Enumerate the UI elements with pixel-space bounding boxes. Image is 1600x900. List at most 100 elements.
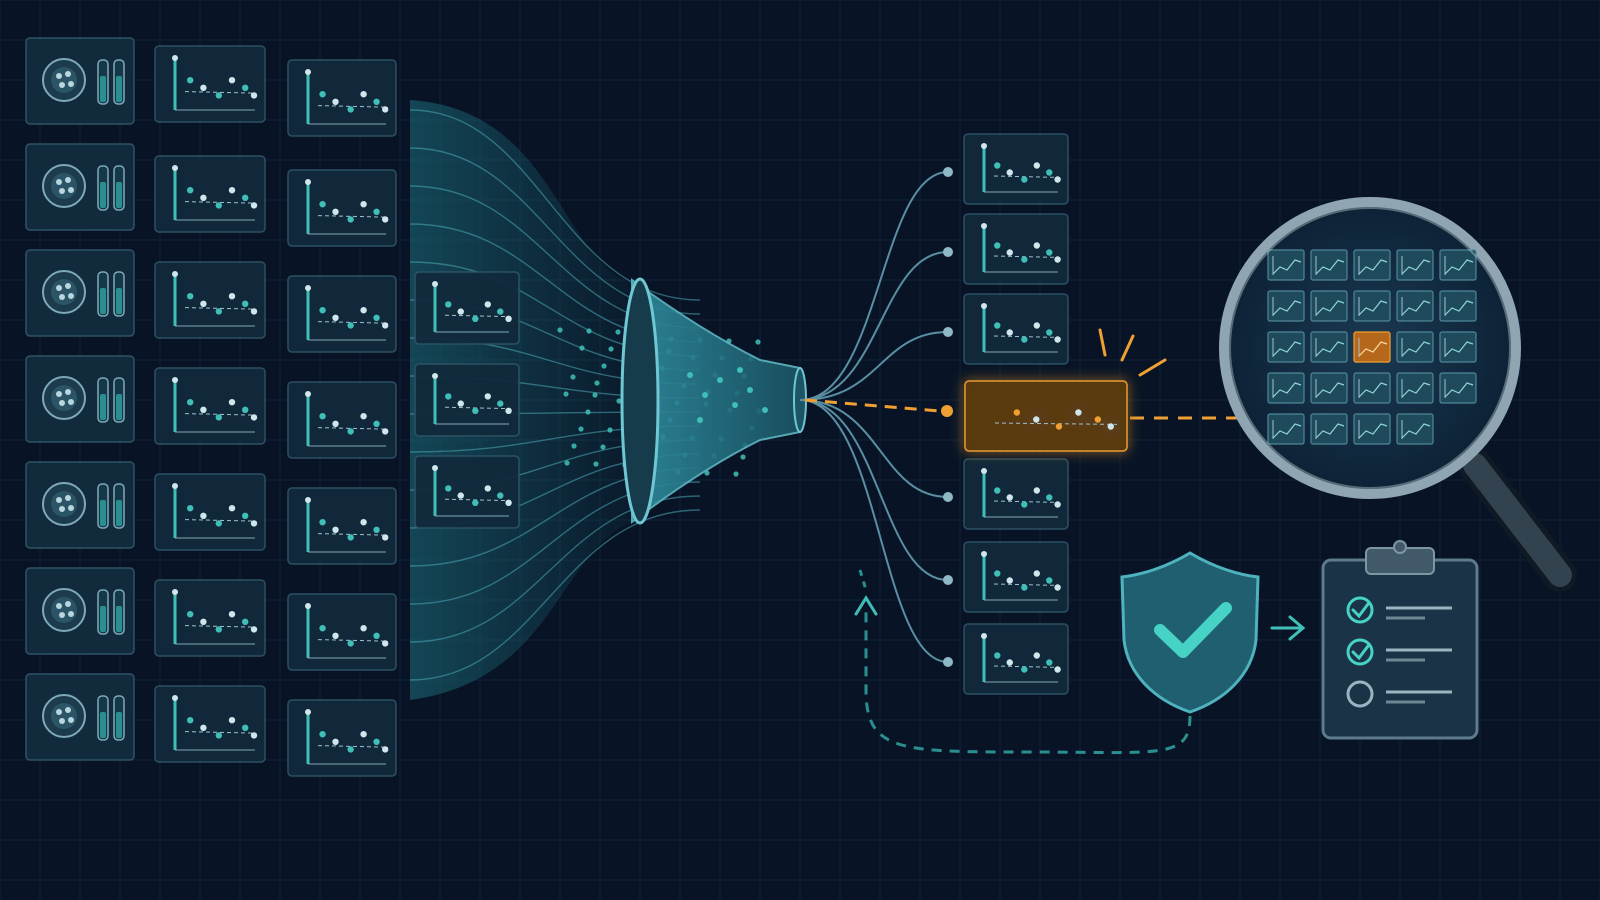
data-particle (615, 329, 621, 335)
magnified-chart-tile (1353, 249, 1391, 281)
scatter-chart-card-icon (287, 487, 397, 565)
magnified-chart-tile (1353, 290, 1391, 322)
data-particle (564, 460, 570, 466)
output-chart-cards (963, 133, 1069, 695)
sample-tube-card-icon (25, 461, 135, 549)
sample-tube-card-icon (25, 567, 135, 655)
funnel-icon (620, 277, 807, 525)
branch-line (799, 399, 949, 663)
shield-check-icon (1120, 551, 1306, 714)
branch-node (943, 327, 953, 337)
scatter-chart-card-icon (154, 367, 266, 445)
branch-node (943, 575, 953, 585)
checked-circle-icon (1346, 596, 1374, 624)
sample-tube-card-icon (25, 37, 135, 125)
data-particle (570, 374, 576, 380)
data-particle (733, 471, 739, 477)
data-particle (592, 392, 598, 398)
data-particle (607, 427, 613, 433)
magnified-chart-tile (1267, 331, 1305, 363)
scatter-chart-card-icon (414, 455, 520, 529)
empty-circle-icon (1346, 680, 1374, 708)
alert-spark (1120, 334, 1135, 362)
scatter-chart-card-icon (154, 579, 266, 657)
scatter-chart-card-icon (287, 381, 397, 459)
data-particle (593, 461, 599, 467)
anomaly-chart-card (964, 380, 1128, 452)
scatter-chart-card-icon (414, 271, 520, 345)
data-particle (601, 363, 607, 369)
scatter-chart-card-icon (287, 593, 397, 671)
scatter-chart-card-icon (154, 155, 266, 233)
scatter-chart-card-icon (963, 133, 1069, 205)
check-icon (1351, 644, 1370, 661)
data-particle (571, 443, 577, 449)
magnified-chart-tile (1310, 413, 1348, 445)
checked-circle-icon (1346, 638, 1374, 666)
scatter-chart-card-icon (154, 261, 266, 339)
data-particle (755, 339, 761, 345)
arrow-right-icon (1270, 615, 1306, 641)
branch-line (799, 399, 949, 581)
highlighted-result-card (964, 328, 1167, 452)
data-particle (557, 327, 563, 333)
branch-line (799, 399, 949, 498)
branch-node (943, 657, 953, 667)
scatter-chart-card-icon (414, 363, 520, 437)
output-branch-lines (799, 167, 1240, 667)
magnifying-glass-icon (1219, 197, 1577, 592)
magnified-chart-tile (1396, 413, 1434, 445)
branch-node (943, 247, 953, 257)
scatter-chart-card-icon (287, 169, 397, 247)
magnified-chart-tile (1267, 372, 1305, 404)
magnified-chart-tile (1353, 413, 1391, 445)
magnified-chart-tile (1396, 331, 1434, 363)
data-particle (578, 426, 584, 432)
feedback-loop-path (864, 612, 1192, 755)
data-particle (585, 409, 591, 415)
magnified-chart-tile (1310, 249, 1348, 281)
sample-tube-card-icon (25, 143, 135, 231)
shield-body (1120, 551, 1260, 714)
scatter-chart-card-icon (963, 458, 1069, 530)
input-sample-cards (25, 37, 520, 777)
alert-spark (1138, 358, 1167, 377)
branch-node (943, 167, 953, 177)
magnified-chart-tile (1396, 249, 1434, 281)
branch-line (799, 251, 949, 401)
data-particle (740, 454, 746, 460)
magnified-chart-tile (1439, 290, 1477, 322)
magnified-chart-tile (1439, 249, 1477, 281)
branch-line (799, 171, 949, 401)
magnified-chart-tile (1267, 413, 1305, 445)
clipboard-checklist-icon (1321, 540, 1479, 740)
magnified-chart-tile (1439, 372, 1477, 404)
data-particle (616, 398, 622, 404)
magnified-chart-tile (1267, 290, 1305, 322)
scatter-chart-card-icon (963, 213, 1069, 285)
scatter-chart-card-icon (287, 699, 397, 777)
data-particle (586, 328, 592, 334)
scatter-chart-card-icon (154, 45, 266, 123)
scatter-chart-card-icon (963, 541, 1069, 613)
scatter-chart-card-icon (287, 59, 397, 137)
sample-tube-card-icon (25, 249, 135, 337)
magnified-chart-tile (1439, 331, 1477, 363)
scatter-chart-card-icon (154, 473, 266, 551)
data-particle (563, 391, 569, 397)
stream-line (409, 509, 701, 681)
highlight-path (804, 398, 941, 413)
data-particle (594, 380, 600, 386)
scatter-chart-card-icon (963, 293, 1069, 365)
sample-tube-card-icon (25, 673, 135, 761)
check-icon (1154, 602, 1232, 658)
data-particle (608, 346, 614, 352)
data-particle (600, 444, 606, 450)
alert-spark (1098, 328, 1107, 357)
arrow-up-icon (854, 595, 878, 616)
magnified-chart-tile (1267, 249, 1305, 281)
data-particle (579, 345, 585, 351)
scatter-chart-card-icon (963, 623, 1069, 695)
